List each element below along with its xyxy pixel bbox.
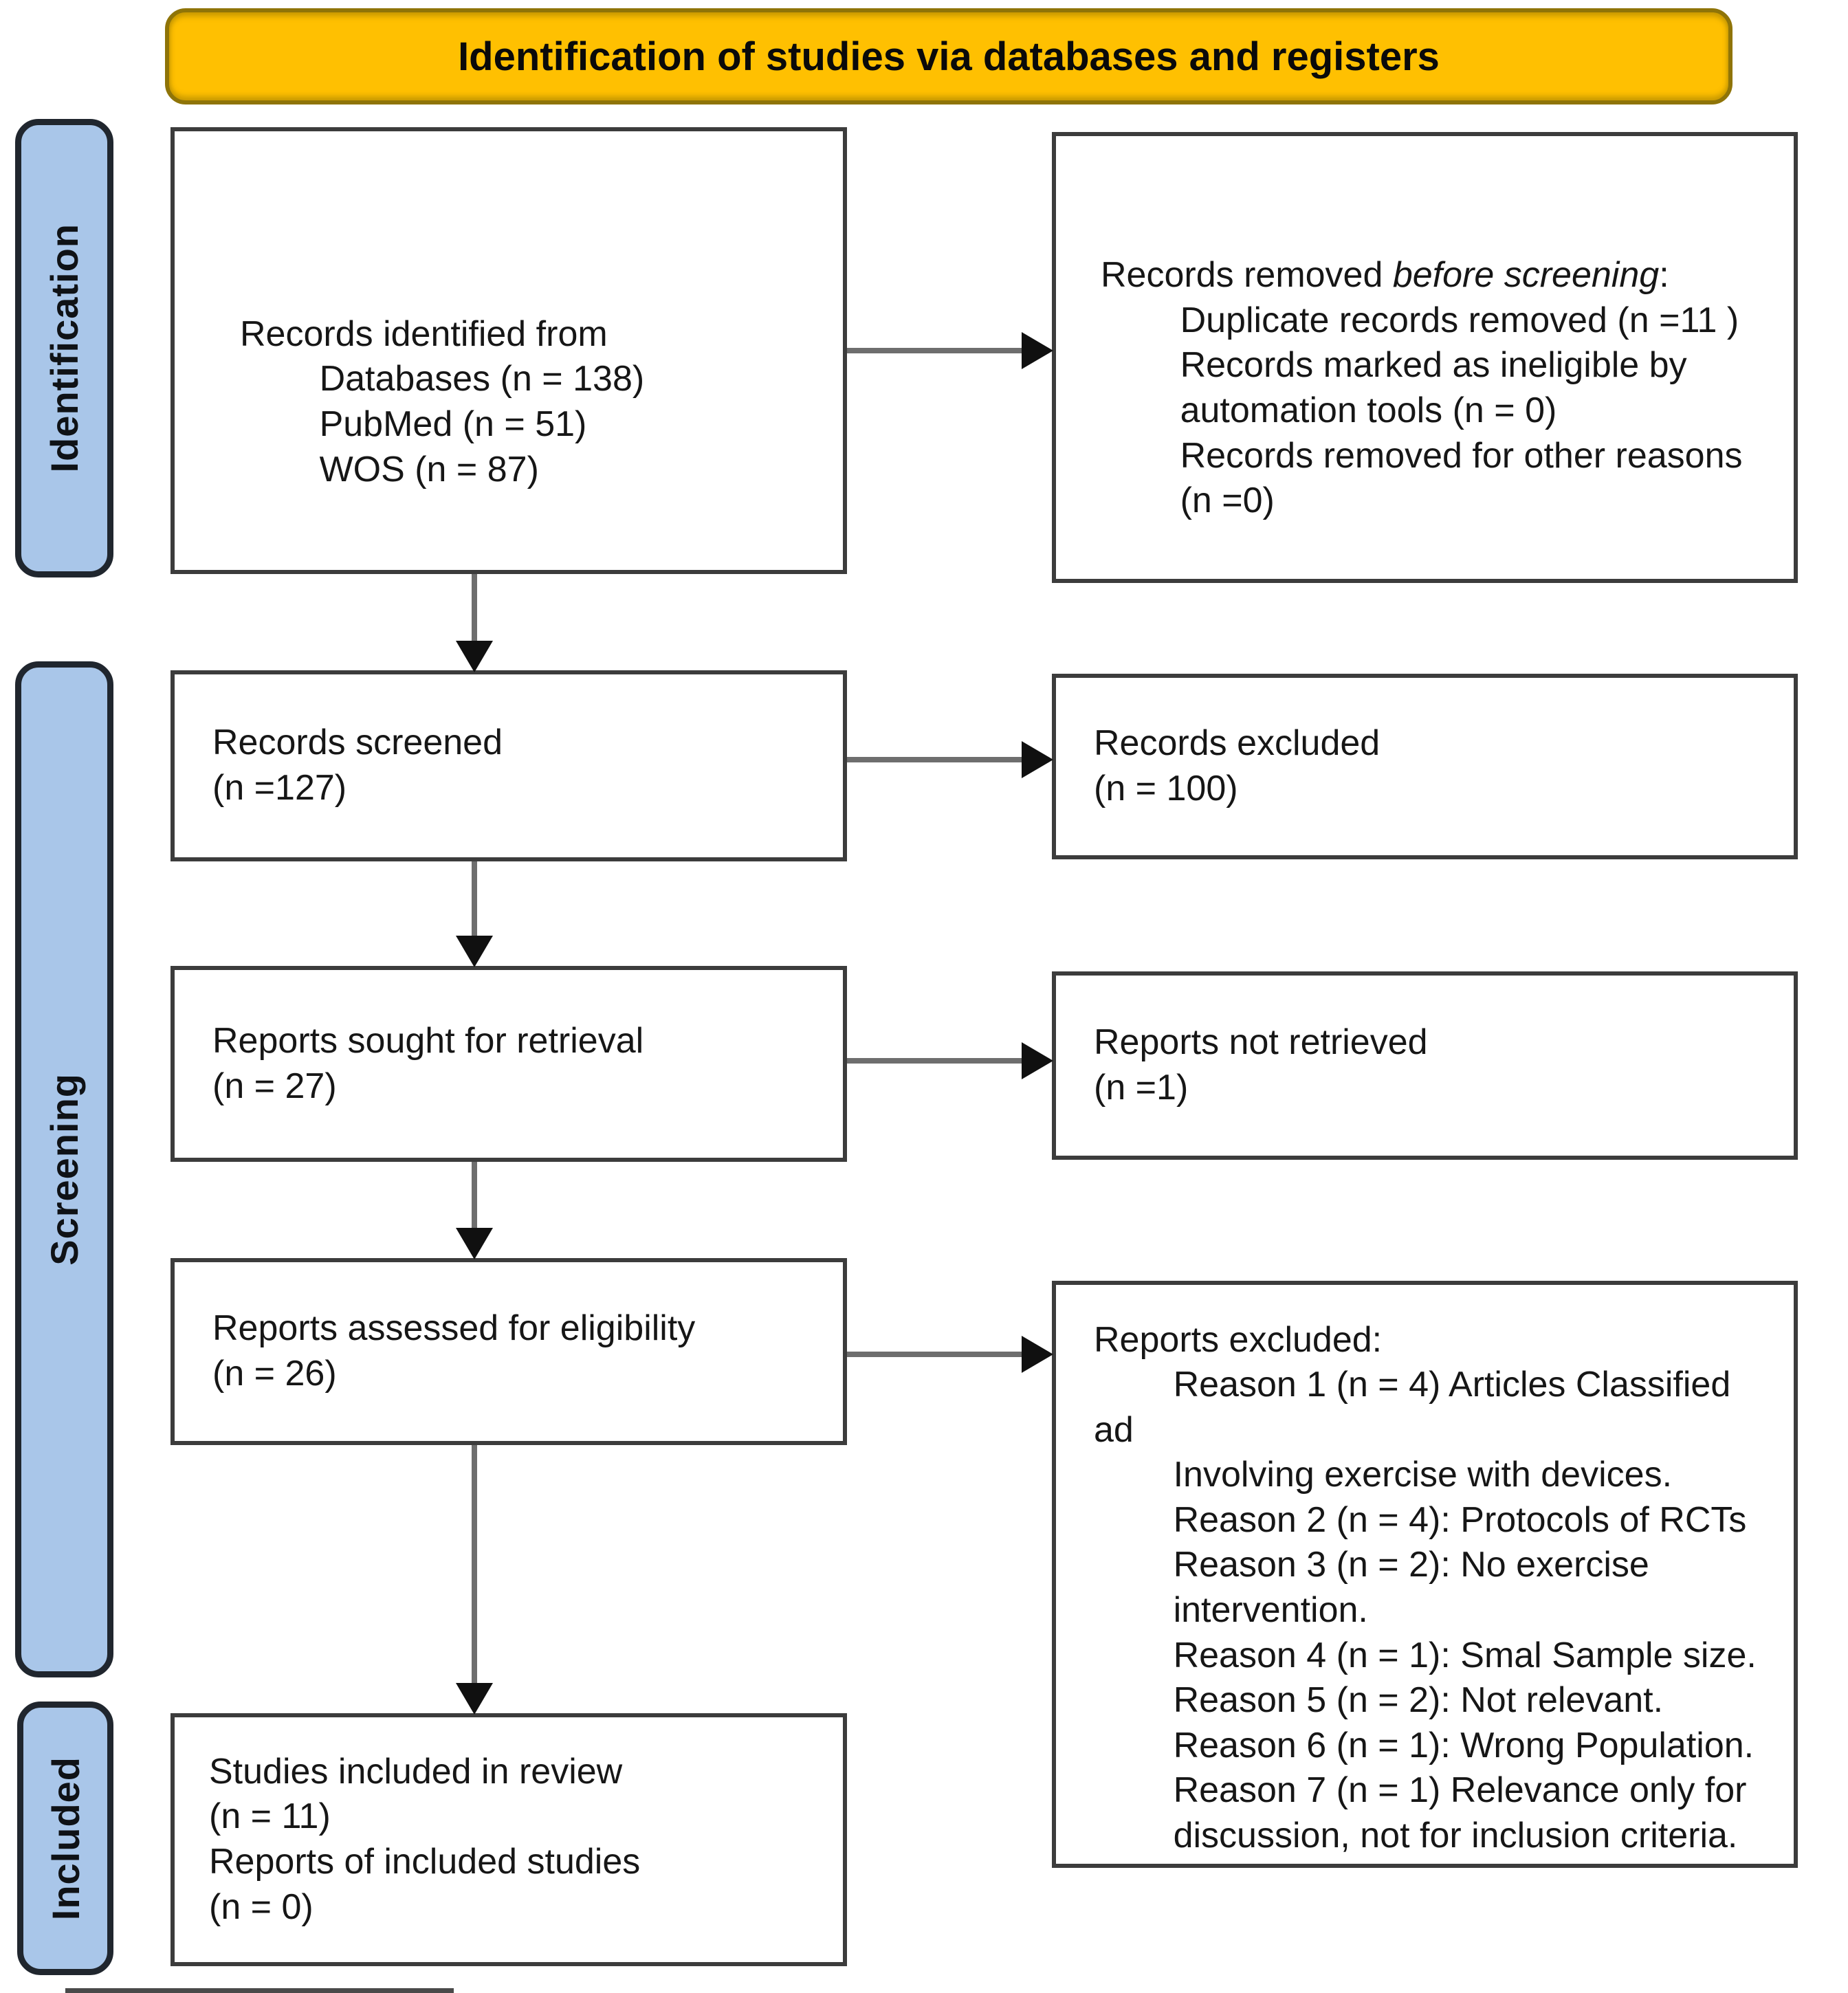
records-screened-box: Records screened (n =127): [170, 670, 847, 861]
stage-label-identification: Identification: [15, 119, 113, 577]
arrow-identified-to-screened-line: [472, 574, 477, 645]
arrow-assessed-to-included-head: [456, 1683, 493, 1715]
reports-sought-text: Reports sought for retrieval (n = 27): [212, 1020, 644, 1106]
stage-label-screening-text: Screening: [43, 1073, 86, 1266]
stage-label-included: Included: [17, 1702, 113, 1975]
arrow-sought-to-assessed-head: [456, 1228, 493, 1259]
reports-not-retrieved-text: Reports not retrieved (n =1): [1094, 1022, 1428, 1108]
studies-included-box: Studies included in review (n = 11) Repo…: [170, 1713, 847, 1966]
reports-sought-box: Reports sought for retrieval (n = 27): [170, 966, 847, 1162]
reports-excluded-box: Reports excluded: Reason 1 (n = 4) Artic…: [1052, 1281, 1798, 1868]
reports-assessed-text: Reports assessed for eligibility (n = 26…: [212, 1308, 696, 1394]
arrow-identified-to-screened-head: [456, 641, 493, 672]
arrow-assessed-to-included-line: [472, 1445, 477, 1684]
arrow-screened-to-sought-head: [456, 936, 493, 967]
records-identified-box: Records identified from Databases (n = 1…: [170, 127, 847, 574]
arrow-sought-to-assessed-line: [472, 1162, 477, 1229]
records-removed-box: Records removed before screening: Duplic…: [1052, 132, 1798, 583]
stage-label-screening: Screening: [15, 661, 113, 1677]
reports-not-retrieved-box: Reports not retrieved (n =1): [1052, 971, 1798, 1160]
records-excluded-text: Records excluded (n = 100): [1094, 723, 1380, 808]
arrow-screened-to-sought-line: [472, 861, 477, 938]
records-removed-rest: : Duplicate records removed (n =11 ) Rec…: [1180, 255, 1743, 521]
arrow-identified-to-removed-line: [847, 348, 1023, 353]
arrow-screened-to-excluded-head: [1022, 741, 1053, 778]
records-removed-text: Records removed before screening: Duplic…: [1101, 253, 1774, 523]
arrow-screened-to-excluded-line: [847, 757, 1023, 762]
records-removed-italic: before screening: [1392, 255, 1660, 296]
records-excluded-box: Records excluded (n = 100): [1052, 674, 1798, 859]
arrow-sought-to-notretrieved-line: [847, 1058, 1023, 1064]
reports-excluded-text: Reports excluded: Reason 1 (n = 4) Artic…: [1094, 1319, 1757, 1856]
stage-label-included-text: Included: [43, 1756, 87, 1921]
arrow-assessed-to-reportsexcluded-line: [847, 1352, 1023, 1357]
studies-included-text: Studies included in review (n = 11) Repo…: [209, 1751, 641, 1927]
stage-label-identification-text: Identification: [43, 223, 86, 473]
arrow-identified-to-removed-head: [1022, 332, 1053, 369]
cropped-bottom-line: [65, 1988, 454, 1993]
arrow-sought-to-notretrieved-head: [1022, 1042, 1053, 1079]
title-banner: Identification of studies via databases …: [165, 8, 1732, 104]
reports-assessed-box: Reports assessed for eligibility (n = 26…: [170, 1258, 847, 1445]
arrow-assessed-to-reportsexcluded-head: [1022, 1336, 1053, 1373]
records-removed-prefix: Records removed: [1101, 255, 1393, 296]
records-screened-text: Records screened (n =127): [212, 723, 503, 808]
records-identified-text: Records identified from Databases (n = 1…: [240, 313, 645, 489]
diagram-title: Identification of studies via databases …: [458, 34, 1440, 79]
